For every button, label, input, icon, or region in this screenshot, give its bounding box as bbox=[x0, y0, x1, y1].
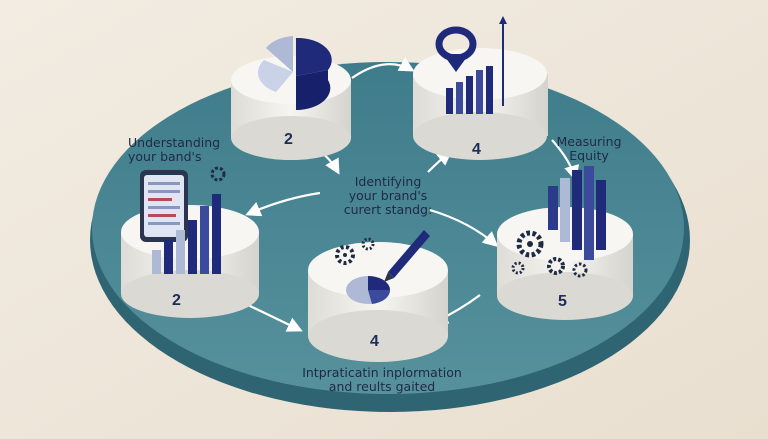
step-number-right: 5 bbox=[558, 293, 567, 310]
pedestal-left bbox=[121, 166, 259, 318]
pedestal-bottom bbox=[308, 230, 448, 362]
gear-icon bbox=[572, 262, 588, 278]
label-line: Identifying bbox=[354, 174, 422, 189]
arrow-top bbox=[351, 57, 415, 79]
label-understanding: Understanding your band's bbox=[128, 136, 248, 164]
gear-icon bbox=[516, 230, 544, 258]
label-line: your band's bbox=[128, 149, 202, 164]
step-number-bottom: 4 bbox=[370, 333, 379, 350]
gear-icon bbox=[361, 237, 375, 251]
label-interpretation: Intpraticatin inplormation and reults ga… bbox=[292, 366, 472, 394]
pie-chart-icon bbox=[257, 36, 332, 111]
label-measuring: Measuring Equity bbox=[544, 135, 634, 163]
label-line: Measuring bbox=[556, 134, 622, 149]
pen-icon bbox=[384, 230, 430, 282]
label-line: curert standg: bbox=[343, 202, 433, 217]
growth-arrow-icon bbox=[499, 16, 507, 106]
pedestal-top-left bbox=[231, 36, 351, 160]
bar-chart-icon bbox=[446, 66, 493, 114]
label-line: Equity bbox=[569, 148, 609, 163]
gear-icon bbox=[335, 245, 355, 265]
step-number-top-right: 4 bbox=[472, 141, 481, 158]
gear-icon bbox=[511, 261, 525, 275]
arrow-left bbox=[245, 191, 321, 217]
arrow-to-right bbox=[429, 208, 499, 248]
label-line: and reults gaited bbox=[328, 379, 436, 394]
bar-chart-icon bbox=[152, 194, 221, 274]
gear-icon bbox=[210, 166, 226, 182]
step-number-left: 2 bbox=[172, 292, 181, 309]
label-line: Intpraticatin inplormation bbox=[302, 365, 462, 380]
bar-chart-icon bbox=[548, 166, 606, 260]
arrow-to-bottom bbox=[247, 304, 303, 332]
pedestal-right bbox=[497, 166, 633, 320]
gear-icon bbox=[547, 257, 565, 275]
pedestal-top-right bbox=[413, 16, 548, 160]
label-identifying: Identifying your brand's curert standg: bbox=[318, 175, 458, 217]
label-line: Understanding bbox=[128, 135, 221, 150]
tablet-icon bbox=[140, 170, 188, 242]
pie-chart-icon bbox=[346, 276, 391, 304]
step-number-top-left: 2 bbox=[284, 131, 293, 148]
location-pin-icon bbox=[435, 26, 477, 72]
label-line: your brand's bbox=[348, 188, 428, 203]
